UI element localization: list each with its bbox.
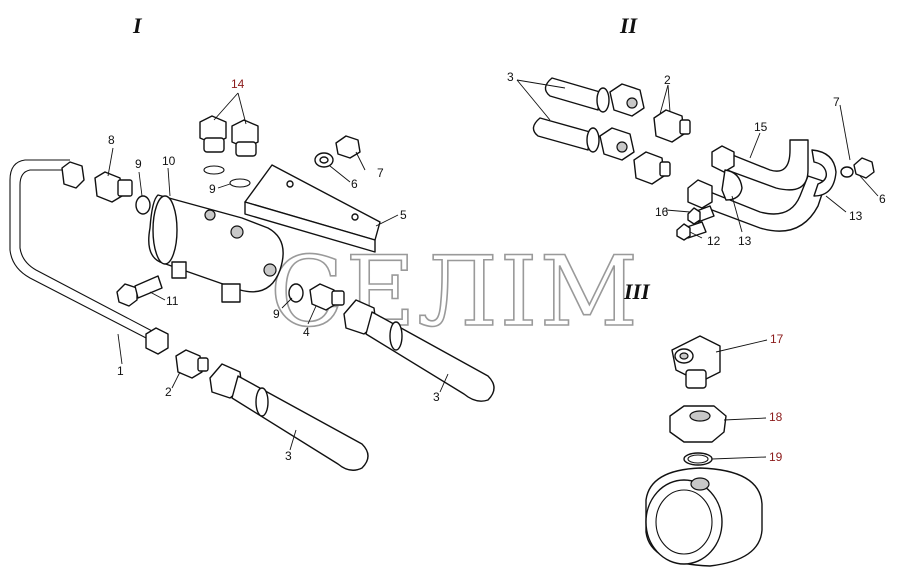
callout-9-c: 9 [273, 307, 280, 321]
callout-15: 15 [754, 120, 768, 134]
section-label-III: III [623, 279, 651, 304]
callout-7-s1: 7 [377, 166, 384, 180]
section-II-leaders [516, 79, 879, 239]
callout-1: 1 [117, 364, 124, 378]
callout-3-s1-b: 3 [285, 449, 292, 463]
section-III-drawing [645, 335, 763, 567]
callout-13-a: 13 [738, 234, 752, 248]
callout-2-s1: 2 [165, 385, 172, 399]
callout-14: 14 [231, 77, 245, 91]
callout-5: 5 [400, 208, 407, 222]
section-III-callouts: 17 18 19 [769, 332, 784, 464]
section-I-leaders [107, 92, 449, 451]
callout-7-s2: 7 [833, 95, 840, 109]
section-I-callouts: 14 8 9 10 9 7 6 5 11 9 4 1 2 3 3 [108, 77, 440, 463]
callout-9-b: 9 [209, 182, 216, 196]
callout-2-s2: 2 [664, 73, 671, 87]
callout-3-s2: 3 [507, 70, 514, 84]
callout-6-s2: 6 [879, 192, 886, 206]
section-II-drawing [532, 77, 875, 241]
callout-6-s1: 6 [351, 177, 358, 191]
callout-10: 10 [162, 154, 176, 168]
callout-19: 19 [769, 450, 783, 464]
section-label-I: I [132, 13, 143, 38]
callout-4: 4 [303, 325, 310, 339]
section-II-callouts: 3 2 15 7 16 12 13 13 6 [507, 70, 886, 248]
callout-3-s1-a: 3 [433, 390, 440, 404]
section-label-II: II [619, 13, 639, 38]
callout-12: 12 [707, 234, 721, 248]
callout-13-b: 13 [849, 209, 863, 223]
section-I-drawing [9, 115, 495, 471]
callout-16: 16 [655, 205, 669, 219]
callout-11: 11 [166, 294, 179, 308]
callout-8: 8 [108, 133, 115, 147]
callout-9-a: 9 [135, 157, 142, 171]
callout-18: 18 [769, 410, 783, 424]
section-III-leaders [711, 339, 768, 460]
callout-17: 17 [770, 332, 784, 346]
